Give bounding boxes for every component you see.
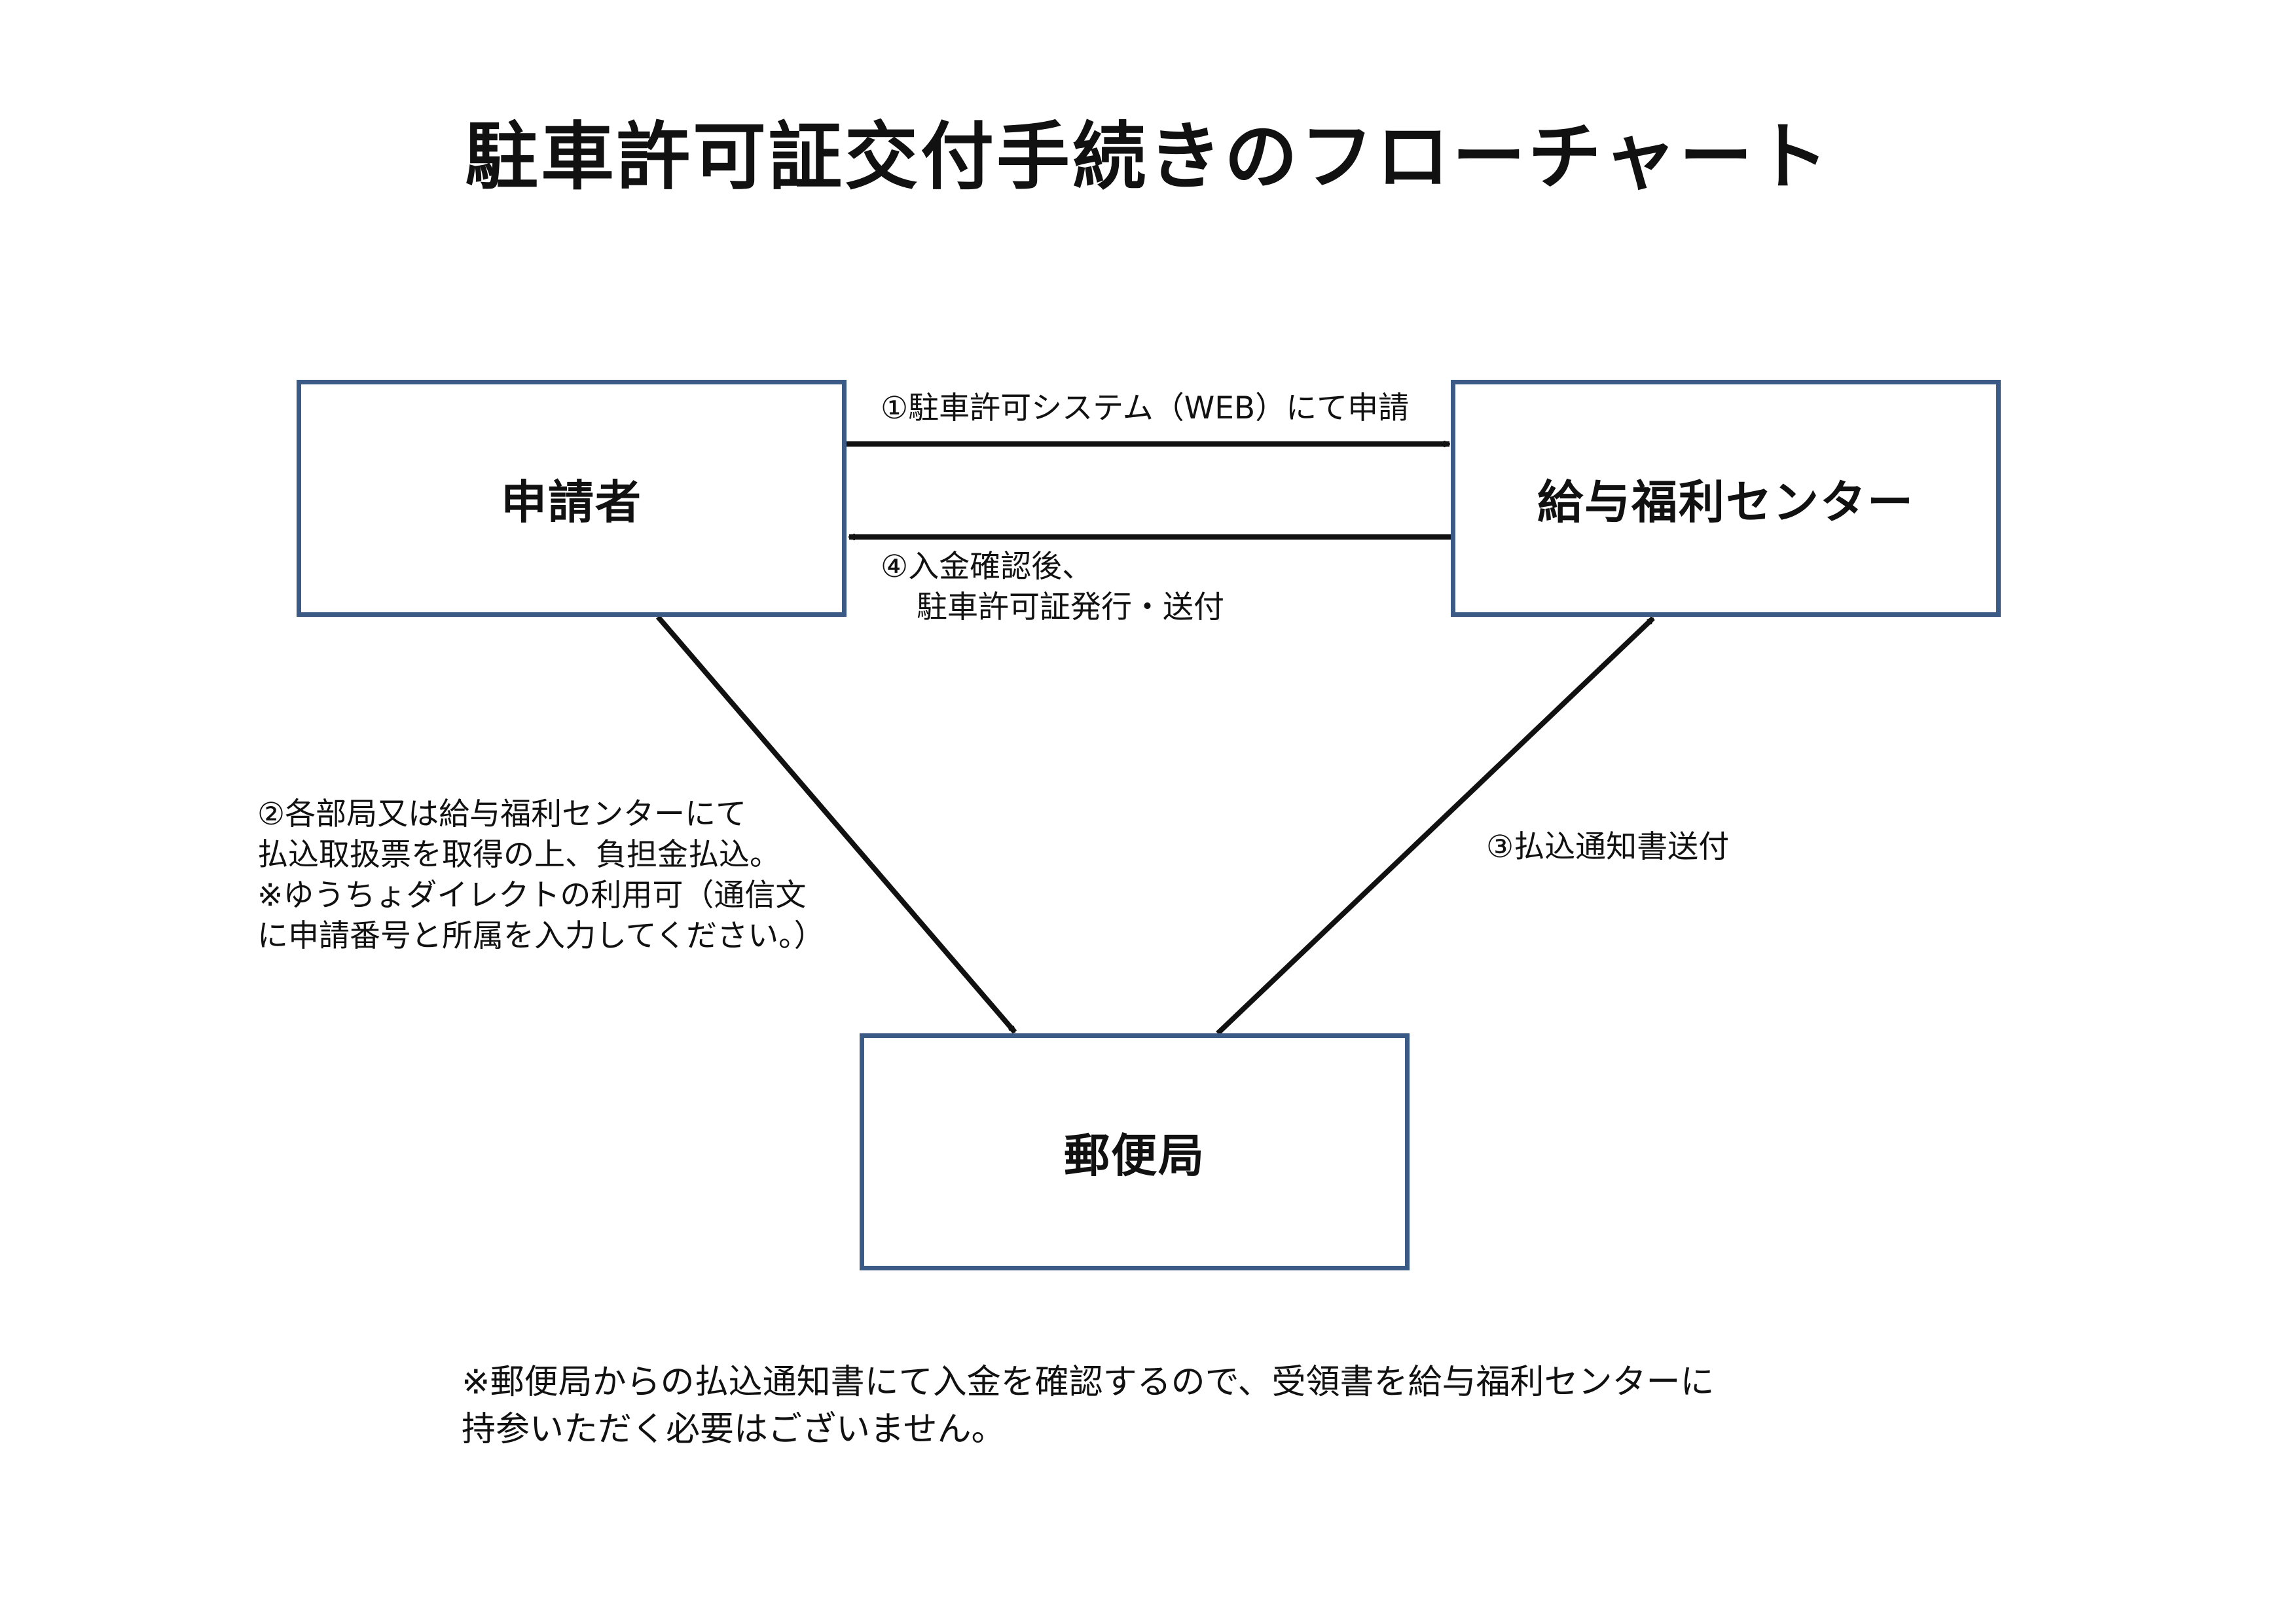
step2-label: ②各部局又は給与福利センターにて 払込取扱票を取得の上、負担金払込。 ※ゆうちょ… bbox=[257, 794, 825, 957]
node-post-office-label: 郵便局 bbox=[1064, 1128, 1205, 1183]
step2-label-line: ②各部局又は給与福利センターにて bbox=[257, 796, 747, 832]
page-title: 駐車許可証交付手続きのフローチャート bbox=[465, 115, 1831, 200]
footnote: ※郵便局からの払込通知書にて入金を確認するので、受領書を給与福利センターに 持参… bbox=[462, 1359, 1715, 1453]
step4-label-line1: ④入金確認後、 bbox=[881, 549, 1093, 585]
footnote-line: 持参いただく必要はございません。 bbox=[462, 1410, 1006, 1449]
footnote-line: ※郵便局からの払込通知書にて入金を確認するので、受領書を給与福利センターに bbox=[462, 1363, 1715, 1402]
node-center: 給与福利センター bbox=[1451, 380, 2001, 617]
node-post-office: 郵便局 bbox=[860, 1033, 1410, 1270]
step4-label: ④入金確認後、 駐車許可証発行・送付 bbox=[881, 547, 1224, 628]
step2-label-line: に申請番号と所属を入力してください。） bbox=[257, 918, 825, 954]
step2-label-line: 払込取扱票を取得の上、負担金払込。 bbox=[257, 837, 780, 873]
step3-label: ③払込通知書送付 bbox=[1486, 829, 1730, 865]
arrow-step3 bbox=[1216, 616, 1655, 1035]
step4-label-line2: 駐車許可証発行・送付 bbox=[917, 589, 1224, 625]
arrow-step2 bbox=[655, 615, 1017, 1034]
node-center-label: 給与福利センター bbox=[1537, 475, 1914, 529]
node-applicant-label: 申請者 bbox=[501, 475, 642, 529]
step2-label-line: ※ゆうちょダイレクトの利用可（通信文 bbox=[257, 877, 807, 913]
node-applicant: 申請者 bbox=[297, 380, 847, 617]
step1-label: ①駐車許可システム（WEB）にて申請 bbox=[881, 390, 1410, 426]
